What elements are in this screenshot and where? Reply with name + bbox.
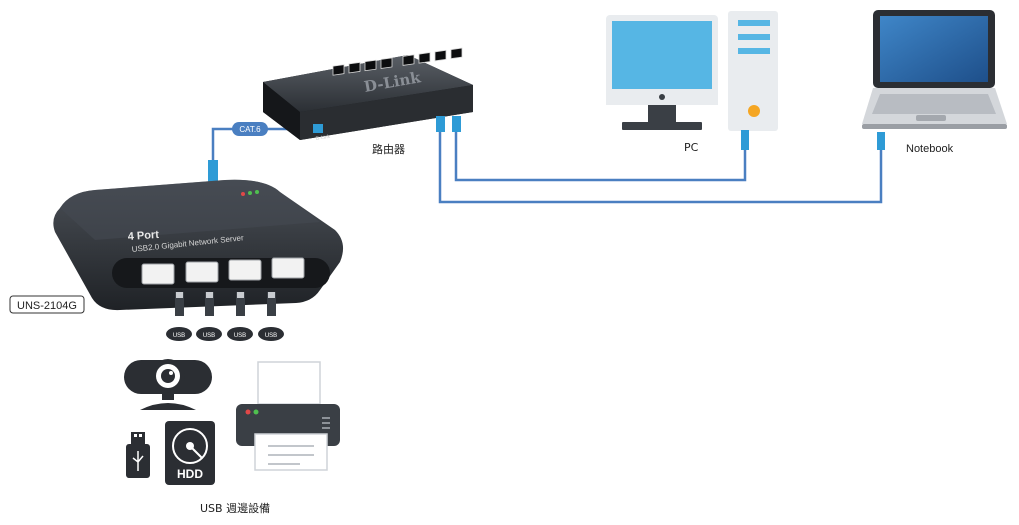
cat6-tag: CAT.6: [232, 122, 268, 136]
model-tag: UNS-2104G: [9, 295, 85, 314]
cables: [211, 127, 883, 204]
usb-tag-3: USB: [234, 333, 246, 339]
usb-network-server: 4 Port USB2.0 Gigabit Network Server: [53, 179, 344, 311]
pc-plug: [741, 130, 749, 150]
hdd-icon: HDD: [165, 421, 215, 485]
router-label: 路由器: [372, 142, 405, 156]
router-small-logo: D-Link: [315, 134, 331, 142]
server-title: 4 Port: [127, 229, 159, 243]
cable-router-to-server: [211, 127, 315, 160]
model-tag-text: UNS-2104G: [17, 300, 77, 312]
usb-tags: USB USB USB USB: [166, 327, 284, 341]
cable-router-to-pc: [454, 130, 747, 182]
usb-plugs: [175, 292, 276, 316]
pc-label: PC: [684, 141, 699, 154]
server-plug: [208, 160, 218, 184]
usb-devices-label: USB 週邊設備: [200, 501, 270, 515]
cable-router-to-notebook: [438, 130, 883, 204]
router-ports: [332, 47, 463, 76]
notebook: [862, 10, 1007, 129]
router: D-Link D-Link: [263, 47, 473, 142]
webcam-icon: [124, 359, 212, 410]
pc-monitor: [606, 15, 718, 130]
router-plug-pc: [452, 116, 461, 132]
server-usb-ports: [141, 257, 305, 285]
usb-drive-icon: [126, 432, 150, 478]
cat6-tag-text: CAT.6: [239, 125, 261, 134]
notebook-plug: [877, 132, 885, 150]
server-led-1: [241, 192, 245, 196]
pc-tower: [728, 11, 778, 131]
hdd-label: HDD: [177, 467, 203, 481]
usb-tag-1: USB: [173, 333, 185, 339]
router-plug-notebook: [436, 116, 445, 132]
server-led-3: [255, 190, 259, 194]
usb-tag-2: USB: [203, 333, 215, 339]
notebook-label: Notebook: [906, 143, 954, 155]
server-led-2: [248, 191, 252, 195]
router-plug-server: [313, 124, 323, 133]
usb-tag-4: USB: [265, 333, 277, 339]
printer-icon: [236, 361, 340, 471]
